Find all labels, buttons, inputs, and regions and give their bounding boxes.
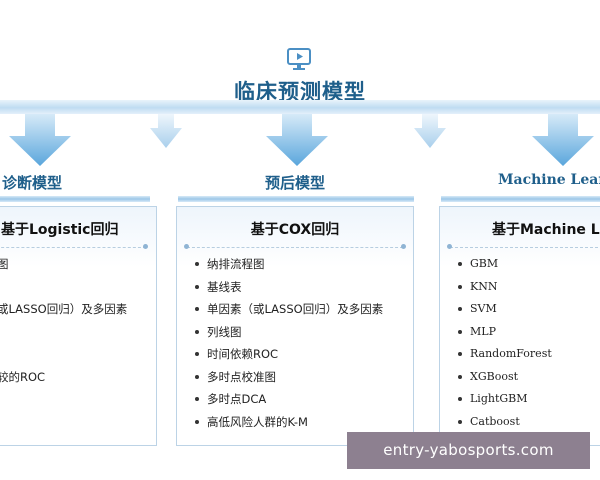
- list-item: 时间依赖ROC: [177, 343, 413, 366]
- list-item: 多时点DCA: [177, 388, 413, 411]
- list-item: [0, 321, 156, 344]
- bullet: [195, 397, 199, 401]
- list-item: MLP: [440, 321, 600, 344]
- bullet: [195, 284, 199, 289]
- header-band: [0, 100, 600, 114]
- list-item: GBM: [440, 253, 600, 276]
- bullet: [458, 374, 462, 379]
- arrow-down-small-icon: [150, 114, 182, 148]
- list-item: 基线表: [177, 276, 413, 299]
- list-item: LightGBM: [440, 388, 600, 411]
- arrow-down-icon: [532, 114, 594, 166]
- bullet: [195, 262, 199, 266]
- list-item: 列线图: [177, 321, 413, 344]
- panel-prognosis: 基于COX回归 纳排流程图 基线表 单因素（或LASSO回归）及多因素 列线图 …: [176, 206, 414, 446]
- bullet: [458, 329, 462, 334]
- arrow-down-icon: [266, 114, 328, 166]
- panel-title: 基于COX回归: [250, 222, 340, 238]
- panel-title: 基于Logistic回归: [1, 222, 119, 238]
- list-item: 单因素（或LASSO回归）及多因素: [177, 298, 413, 321]
- list-item: KNN: [440, 276, 600, 299]
- divider-dot: [401, 244, 406, 249]
- section-underline: [178, 196, 414, 202]
- section-title-machine-learning: Machine Learn: [498, 172, 600, 188]
- section-title-prognosis: 预后模型: [265, 174, 326, 192]
- bullet: [458, 284, 462, 289]
- item-list: 纳排流程图 基线表 单因素（或LASSO回归）及多因素 列线图 时间依赖ROC …: [177, 253, 413, 433]
- list-item: XGBoost: [440, 366, 600, 389]
- list-item: [0, 343, 156, 366]
- bullet: [195, 352, 199, 356]
- panel-title: 基于Machine Lear: [492, 222, 600, 238]
- arrow-down-icon: [9, 114, 71, 166]
- bullet: [458, 262, 462, 266]
- divider: [450, 247, 600, 248]
- list-item: 或LASSO回归）及多因素: [0, 302, 128, 316]
- list-item: 图: [0, 257, 9, 271]
- item-list: GBM KNN SVM MLP RandomForest XGBoost Lig…: [440, 253, 600, 433]
- divider-dot: [184, 244, 189, 249]
- list-item: SVM: [440, 298, 600, 321]
- watermark-banner: entry-yabosports.com: [347, 432, 590, 469]
- bullet: [458, 307, 462, 311]
- bullet: [195, 307, 199, 311]
- panel-diagnosis: 基于Logistic回归 图 或LASSO回归）及多因素 较的ROC: [0, 206, 157, 446]
- section-underline: [441, 196, 600, 202]
- divider: [187, 247, 403, 248]
- list-item: 较的ROC: [0, 369, 46, 384]
- bullet: [195, 374, 199, 379]
- section-title-diagnosis: 诊断模型: [2, 174, 63, 192]
- bullet: [195, 419, 199, 424]
- list-item: 纳排流程图: [177, 253, 413, 276]
- list-item: 多时点校准图: [177, 366, 413, 389]
- bullet: [458, 397, 462, 401]
- section-underline: [0, 196, 150, 202]
- divider-dot: [143, 244, 148, 249]
- bullet: [195, 329, 199, 334]
- divider: [0, 247, 146, 248]
- list-item: [0, 276, 156, 299]
- monitor-play-icon: [287, 48, 311, 70]
- panel-machine-learning: 基于Machine Lear GBM KNN SVM MLP RandomFor…: [439, 206, 600, 446]
- list-item: RandomForest: [440, 343, 600, 366]
- item-list: 图 或LASSO回归）及多因素 较的ROC: [0, 253, 156, 388]
- divider-dot: [447, 244, 452, 249]
- list-item: 高低风险人群的K-M: [177, 411, 413, 434]
- list-item: Catboost: [440, 411, 600, 434]
- bullet: [458, 352, 462, 356]
- arrow-down-small-icon: [414, 114, 446, 148]
- bullet: [458, 419, 462, 424]
